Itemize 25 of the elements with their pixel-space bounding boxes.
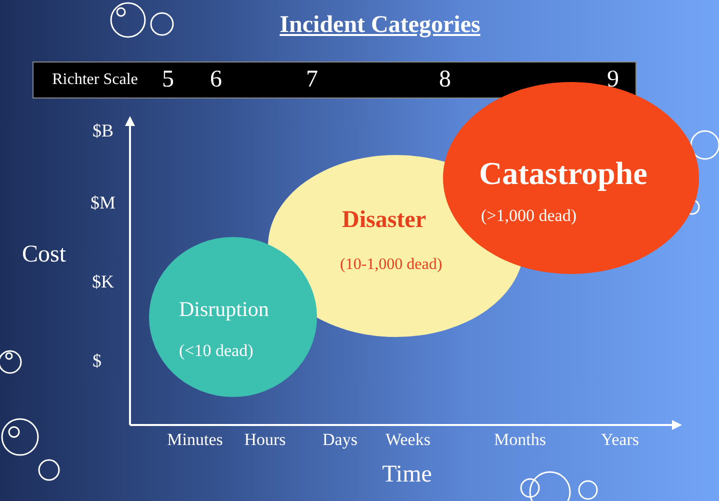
axis-tick-label: $M [90,192,116,214]
death-count: (<10 dead) [179,341,254,361]
axis-tick-label: Minutes [167,430,223,450]
axis-tick-label: Hours [244,430,286,450]
axis-title: Time [382,462,432,488]
category-name: Disaster [342,207,426,234]
scale-value: 7 [306,66,318,94]
scale-value: 6 [210,66,222,94]
scale-value: 5 [162,66,174,94]
title: Incident Categories [280,12,480,39]
axis-tick-label: Months [494,430,546,450]
axis-tick-label: Days [322,430,358,450]
death-count: (>1,000 dead) [481,206,577,226]
scale-value: 8 [439,66,451,94]
axis-tick-label: $K [92,272,114,292]
death-count: (10-1,000 dead) [340,256,442,274]
scale-value: 9 [607,66,619,94]
scale-title: Richter Scale [52,71,138,89]
axis-tick-label: Weeks [386,430,430,450]
axis-tick-label: $ [92,350,102,372]
axis-tick-label: $B [92,120,114,142]
category-name: Disruption [179,297,269,322]
axis-title: Cost [22,242,66,268]
category-name: Catastrophe [479,155,648,192]
axis-tick-label: Years [601,430,639,450]
